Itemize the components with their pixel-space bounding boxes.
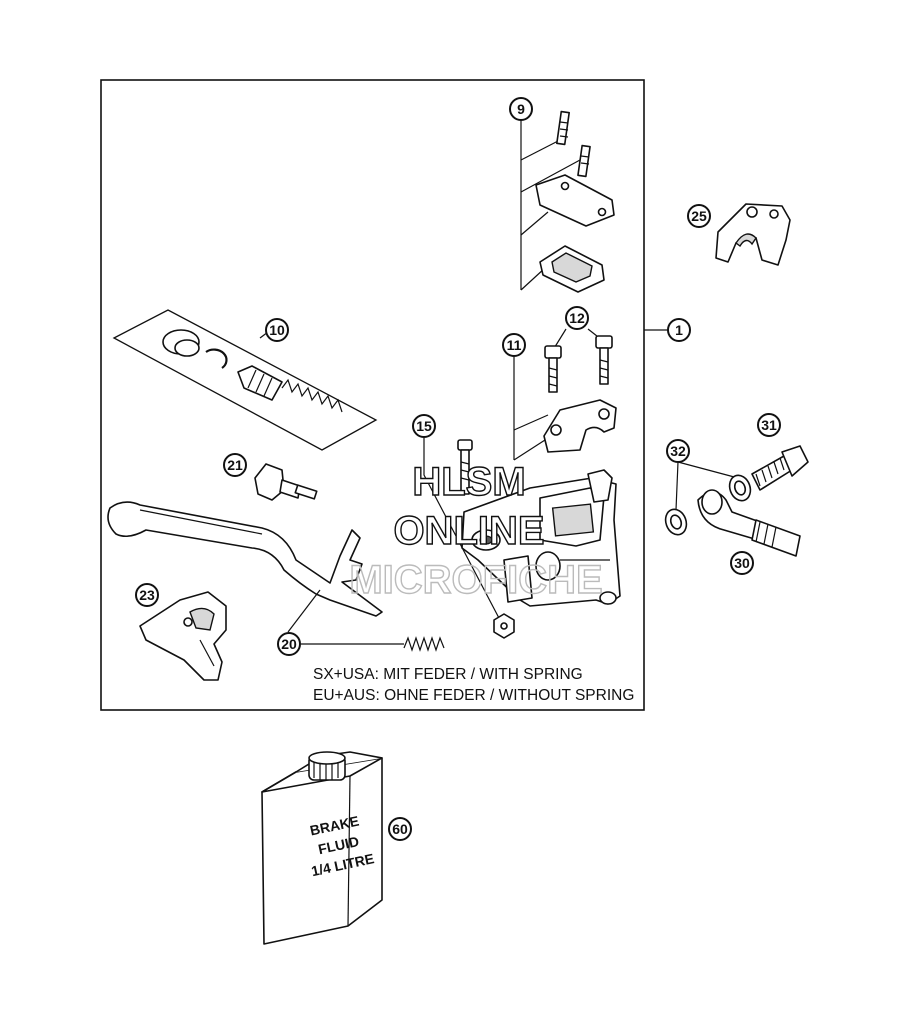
svg-text:25: 25 — [691, 208, 707, 224]
assembly-frame — [100, 79, 645, 711]
svg-text:9: 9 — [517, 101, 525, 117]
svg-text:30: 30 — [734, 555, 750, 571]
svg-text:32: 32 — [670, 443, 686, 459]
svg-text:12: 12 — [569, 310, 585, 326]
svg-text:15: 15 — [416, 418, 432, 434]
note-with-spring: SX+USA: MIT FEDER / WITH SPRING — [313, 666, 583, 683]
lever-spring-part — [287, 589, 445, 652]
svg-text:1: 1 — [675, 322, 683, 338]
svg-text:21: 21 — [227, 457, 243, 473]
callout-30: 30 — [730, 551, 754, 575]
lever-boot-part — [139, 591, 227, 681]
callout-9: 9 — [509, 97, 533, 121]
svg-text:60: 60 — [392, 821, 408, 837]
watermark-line3: MICROFICHE — [349, 558, 602, 602]
brake-hose-part — [664, 445, 809, 557]
can-neck-ridges — [313, 762, 339, 780]
callout-20: 20 — [277, 632, 301, 656]
callout-11: 11 — [502, 333, 526, 357]
callout-31: 31 — [757, 413, 781, 437]
pivot-bolt-part — [423, 438, 515, 639]
reservoir-cover-kit — [520, 110, 615, 293]
brake-lever-part — [107, 501, 383, 617]
note-without-spring: EU+AUS: OHNE FEDER / WITHOUT SPRING — [313, 687, 634, 704]
handlebar-clamp-part — [715, 203, 791, 266]
callout-25: 25 — [687, 204, 711, 228]
callout-12: 12 — [565, 306, 589, 330]
callout-23: 23 — [135, 583, 159, 607]
svg-text:20: 20 — [281, 636, 297, 652]
master-cylinder-body — [461, 469, 621, 607]
clamp-half-part — [513, 357, 617, 461]
watermark-line2: ONLINE — [393, 509, 544, 553]
callout-15: 15 — [412, 414, 436, 438]
svg-text:11: 11 — [507, 337, 522, 353]
callout-60: 60 — [388, 817, 412, 841]
callout-10: 10 — [265, 318, 289, 342]
piston-kit-part — [112, 309, 378, 451]
lever-adjuster-part — [254, 463, 318, 501]
svg-text:23: 23 — [139, 587, 155, 603]
callout-32: 32 — [666, 439, 690, 463]
brake-fluid-can: BRAKE FLUID 1/4 LITRE — [261, 751, 383, 945]
callout-1: 1 — [667, 318, 691, 342]
svg-text:31: 31 — [761, 417, 777, 433]
svg-text:10: 10 — [269, 322, 285, 338]
clamp-bolts-part — [544, 328, 613, 393]
watermark-line1: HLSM — [412, 460, 525, 504]
callout-21: 21 — [223, 453, 247, 477]
